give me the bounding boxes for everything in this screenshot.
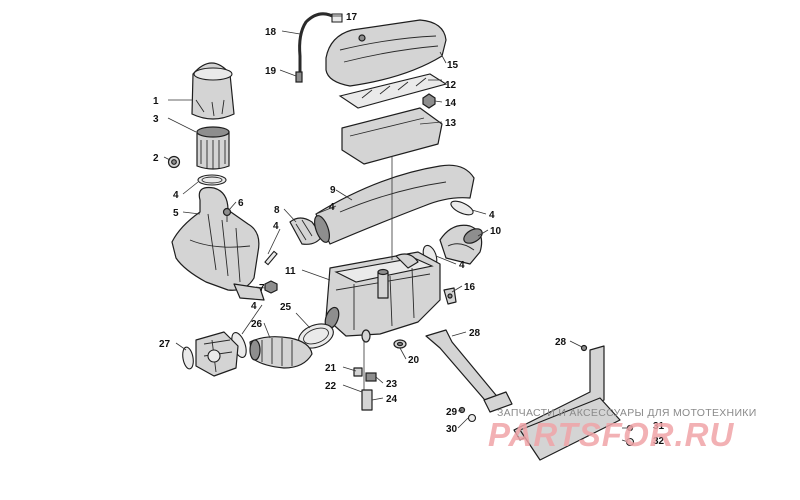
part-grommet (167, 155, 181, 169)
part-drain-assembly (353, 340, 377, 411)
part-nut-7 (264, 280, 278, 294)
part-clamp-25 (298, 323, 334, 349)
watermark-tagline: ЗАПЧАСТИ И АКСЕССУАРЫ ДЛЯ МОТОТЕХНИКИ (497, 407, 757, 419)
callout-4-filter: 4 (173, 190, 179, 201)
callout-27: 27 (159, 339, 171, 350)
callout-30: 30 (446, 424, 458, 435)
callout-20: 20 (408, 355, 420, 366)
part-air-filter (196, 126, 230, 170)
callout-18: 18 (265, 27, 277, 38)
part-intake-duct (171, 186, 265, 301)
callout-labels: 1 2 3 4 5 6 4 7 8 4 9 4 10 4 11 12 13 14… (153, 12, 665, 447)
callout-13: 13 (445, 118, 457, 129)
callout-12: 12 (445, 80, 457, 91)
part-screw-6 (222, 207, 232, 222)
callout-26: 26 (251, 319, 263, 330)
callout-23: 23 (386, 379, 398, 390)
callout-25: 25 (280, 302, 292, 313)
part-pre-filter (191, 62, 235, 120)
part-intake-boot (249, 336, 313, 369)
part-airbox-body (324, 251, 441, 343)
callout-1: 1 (153, 96, 159, 107)
part-gasket (338, 73, 448, 109)
callout-10: 10 (490, 226, 502, 237)
part-clamp-boot (450, 200, 474, 216)
part-support-brace (425, 329, 513, 423)
callout-4-oring: 4 (273, 221, 279, 232)
callout-7: 7 (259, 283, 265, 294)
callout-32: 32 (653, 436, 665, 447)
callout-4-intake: 4 (251, 301, 257, 312)
callout-15: 15 (447, 60, 459, 71)
part-nut-14 (422, 93, 436, 109)
part-oring-small (264, 250, 278, 266)
callout-22: 22 (325, 381, 337, 392)
callout-2: 2 (153, 153, 159, 164)
callout-19: 19 (265, 66, 277, 77)
callout-31: 31 (653, 421, 665, 432)
part-elbow-boot (439, 224, 483, 265)
part-bracket-16 (443, 287, 457, 305)
part-filter-panel (341, 107, 443, 165)
part-throttle-body (182, 331, 239, 377)
callout-4-boot: 4 (489, 210, 495, 221)
callout-28-left: 28 (469, 328, 481, 339)
part-mount-bracket (513, 344, 621, 461)
callout-28-right: 28 (555, 337, 567, 348)
callout-5: 5 (173, 208, 179, 219)
callout-3: 3 (153, 114, 159, 125)
part-main-hose (314, 164, 475, 245)
callout-24: 24 (386, 394, 398, 405)
part-grommet-20 (393, 339, 407, 349)
callout-17: 17 (346, 12, 358, 23)
part-clip-19 (295, 71, 303, 83)
leader-lines (163, 15, 629, 443)
callout-16: 16 (464, 282, 476, 293)
callout-21: 21 (325, 363, 337, 374)
callout-6: 6 (238, 198, 244, 209)
callout-11: 11 (285, 266, 296, 277)
watermark: ЗАПЧАСТИ И АКСЕССУАРЫ ДЛЯ МОТОТЕХНИКИ PA… (488, 407, 757, 453)
callout-4-elbow: 4 (459, 260, 465, 271)
callout-14: 14 (445, 98, 457, 109)
watermark-logo: PARTSFOR.RU (488, 416, 734, 453)
part-clamp-filter (197, 174, 227, 186)
callout-4-hose: 4 (329, 202, 335, 213)
callout-8: 8 (274, 205, 280, 216)
callout-29: 29 (446, 407, 458, 418)
callout-9: 9 (330, 185, 336, 196)
